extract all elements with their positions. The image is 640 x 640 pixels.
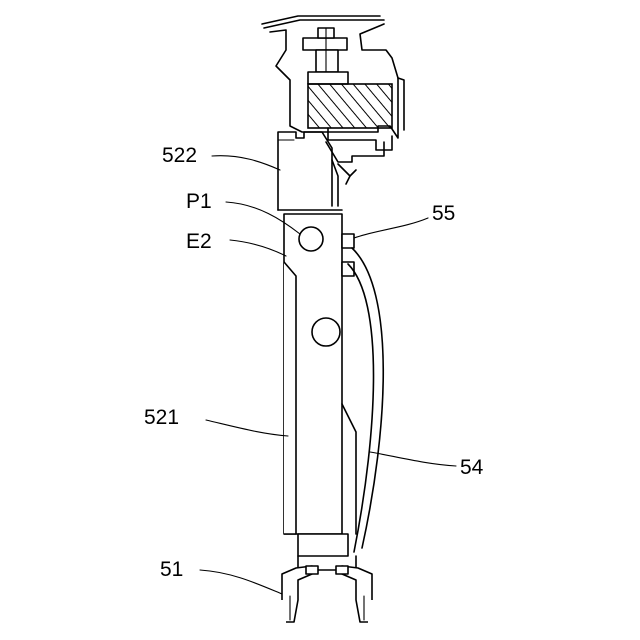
label-e2: E2 (186, 230, 212, 253)
label-51: 51 (160, 558, 183, 581)
block-522 (278, 132, 342, 210)
label-521: 521 (144, 406, 179, 429)
label-54: 54 (460, 456, 484, 479)
bolt (303, 28, 348, 84)
label-55: 55 (432, 202, 455, 225)
clamp (326, 128, 392, 184)
label-522: 522 (162, 144, 197, 167)
cable-54 (348, 248, 383, 552)
gripper-51 (282, 556, 372, 622)
hatched-block (308, 84, 392, 128)
label-p1: P1 (186, 190, 212, 213)
